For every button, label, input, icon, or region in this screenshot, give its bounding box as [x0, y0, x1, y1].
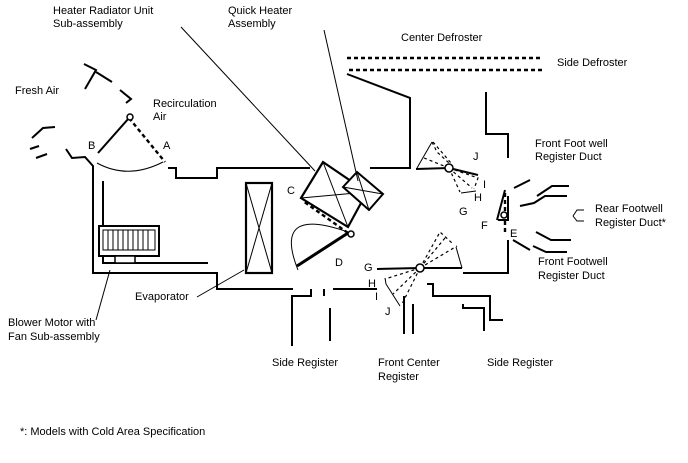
evaporator-label: Evaporator: [135, 291, 189, 303]
quick-heater: [341, 170, 385, 212]
upper-mode-damper: [415, 141, 479, 194]
damper-letter-a: A: [163, 140, 171, 152]
fresh-recirc-damper: [96, 113, 166, 172]
footwell-ducts: [512, 179, 571, 253]
damper-letter-h-upper: H: [474, 192, 482, 204]
heater-radiator-label-line2: Sub-assembly: [53, 18, 123, 30]
side-register-right-label: Side Register: [487, 357, 553, 369]
heater-radiator-label-line1: Heater Radiator Unit: [53, 5, 153, 17]
side-defroster-label: Side Defroster: [557, 57, 628, 69]
damper-letter-f: F: [481, 220, 488, 232]
fresh-air-label: Fresh Air: [15, 85, 59, 97]
blower-motor-label-line2: Fan Sub-assembly: [8, 331, 100, 343]
blower-motor-label-line1: Blower Motor with: [8, 317, 95, 329]
defroster-vents: [347, 56, 545, 72]
front-footwell-duct-lower-label-line2: Register Duct: [538, 270, 605, 282]
leader-lines: [95, 26, 584, 321]
front-footwell-duct-upper-label-line2: Register Duct: [535, 151, 602, 163]
damper-letter-j-lower: J: [385, 306, 391, 318]
duct-walls: [29, 63, 509, 346]
recirculation-air-label-line2: Air: [153, 111, 167, 123]
damper-letter-i-lower: I: [375, 291, 378, 303]
damper-letter-h-lower: H: [368, 278, 376, 290]
damper-letter-g-lower: G: [364, 262, 373, 274]
rear-footwell-duct-label-line1: Rear Footwell: [595, 203, 663, 215]
front-footwell-duct-lower-label-line1: Front Footwell: [538, 256, 608, 268]
damper-letter-d: D: [335, 257, 343, 269]
quick-heater-label-line1: Quick Heater: [228, 5, 293, 17]
damper-letter-b: B: [88, 140, 95, 152]
center-defroster-label: Center Defroster: [401, 32, 483, 44]
damper-letter-j-upper: J: [473, 151, 479, 163]
labels: Heater Radiator Unit Sub-assembly Quick …: [8, 5, 667, 438]
quick-heater-label-line2: Assembly: [228, 18, 276, 30]
front-footwell-duct-upper-label-line1: Front Foot well: [535, 138, 608, 150]
lower-mode-damper: [376, 231, 463, 307]
recirculation-air-label-line1: Recirculation: [153, 98, 217, 110]
damper-letter-c: C: [287, 185, 295, 197]
rear-footwell-duct-label-line2: Register Duct*: [595, 217, 667, 229]
damper-letter-i-upper: I: [483, 179, 486, 191]
damper-letter-g-upper: G: [459, 206, 468, 218]
foot-damper: [496, 189, 508, 232]
footnote: *: Models with Cold Area Specification: [20, 426, 205, 438]
side-register-left-label: Side Register: [272, 357, 338, 369]
damper-letter-e: E: [510, 228, 517, 240]
damper-letters: A B C D E F G H I J G H I J: [88, 140, 517, 318]
evaporator-core: [244, 181, 274, 275]
front-center-register-label-line2: Register: [378, 371, 419, 383]
front-center-register-label-line1: Front Center: [378, 357, 440, 369]
blower-motor-fan: [98, 225, 160, 264]
